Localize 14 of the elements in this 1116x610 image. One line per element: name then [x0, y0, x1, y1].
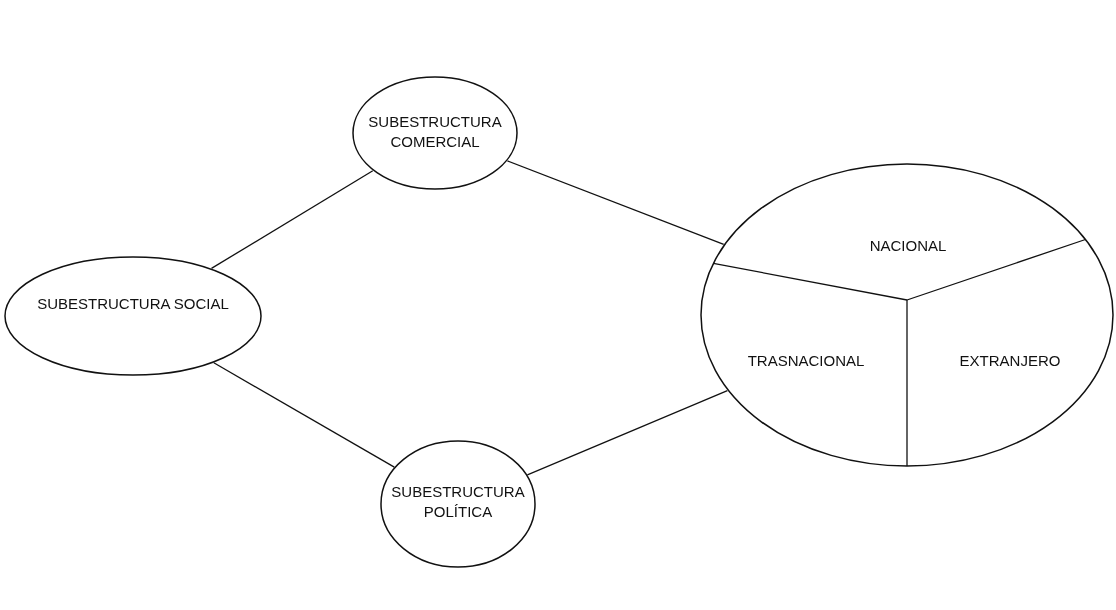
connector-line: [213, 362, 395, 468]
node-label: SUBESTRUCTURA COMERCIAL: [367, 112, 503, 152]
sector-label: TRASNACIONAL: [710, 348, 902, 374]
sector-label: EXTRANJERO: [916, 348, 1104, 374]
ellipse-node: [4, 256, 262, 376]
connector-line: [210, 170, 374, 270]
ellipse-node: [352, 76, 518, 190]
connector-line: [526, 389, 729, 476]
ellipse-node: [380, 440, 536, 568]
node-label: SUBESTRUCTURA SOCIAL: [36, 294, 230, 314]
ellipse-shape: [700, 163, 1114, 467]
connector-line: [506, 160, 725, 245]
node-label: SUBESTRUCTURA POLÍTICA: [390, 482, 526, 522]
sector-label: NACIONAL: [840, 233, 976, 259]
